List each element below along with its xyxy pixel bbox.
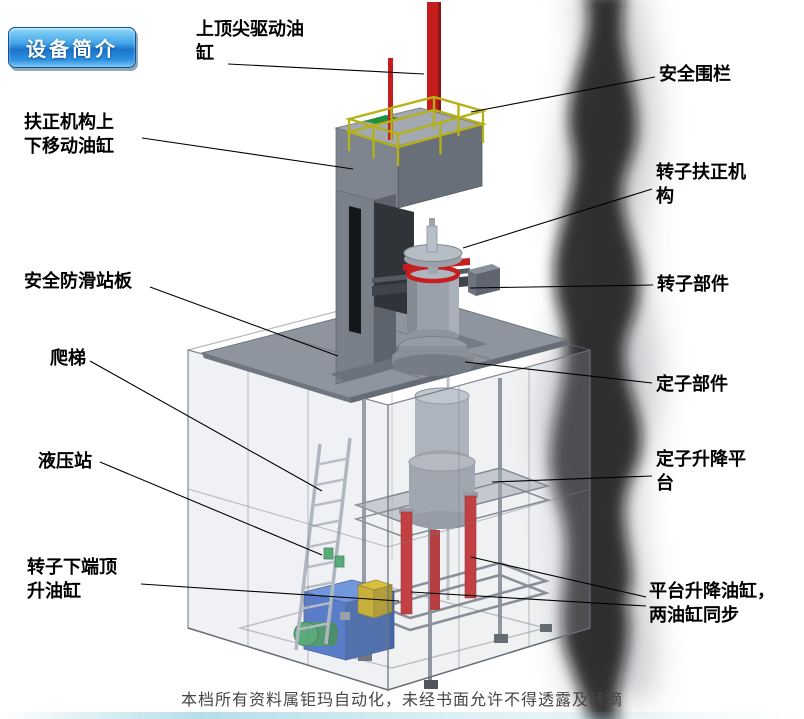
enclosure-walls: [187, 349, 591, 691]
label-rotor-bottom-jack: 转子下端顶 升油缸: [27, 557, 117, 602]
thin-red-rod: [388, 58, 393, 140]
rotor-assembly: [372, 218, 500, 376]
label-safety-fence: 安全围栏: [659, 64, 731, 85]
label-stator-component: 定子部件: [656, 374, 728, 395]
label-hydraulic-station: 液压站: [38, 451, 92, 472]
stator-assembly: [408, 387, 476, 529]
label-top-drive-cylinder: 上顶尖驱动油 缸: [196, 19, 304, 64]
centering-bracket: [468, 264, 500, 296]
label-ladder: 爬梯: [50, 348, 86, 369]
label-rotor-component: 转子部件: [657, 274, 729, 295]
label-platform-lift-cylinders: 平台升降油缸， 两油缸同步: [649, 581, 775, 626]
lift-cylinders: [399, 492, 478, 615]
valve-cluster: [323, 547, 345, 568]
leader-lines: [89, 63, 656, 607]
safety-fence-graphic: [344, 95, 488, 166]
bottom-gradient-strip: [0, 712, 804, 719]
label-rotor-centering: 转子扶正机 构: [656, 162, 746, 207]
title-badge: 设备简介: [8, 27, 136, 68]
smoke-shadow: [542, 0, 659, 719]
label-antislip-platform: 安全防滑站板: [24, 271, 132, 292]
label-centering-lift-cylinder: 扶正机构上 下移动油缸: [24, 112, 114, 157]
watermark-text: 本档所有资料属钜玛自动化，未经书面允许不得透露及转摘: [180, 690, 623, 709]
top-drive-cylinder-rod: [427, 2, 441, 120]
label-stator-lift-platform: 定子升降平 台: [656, 449, 746, 494]
